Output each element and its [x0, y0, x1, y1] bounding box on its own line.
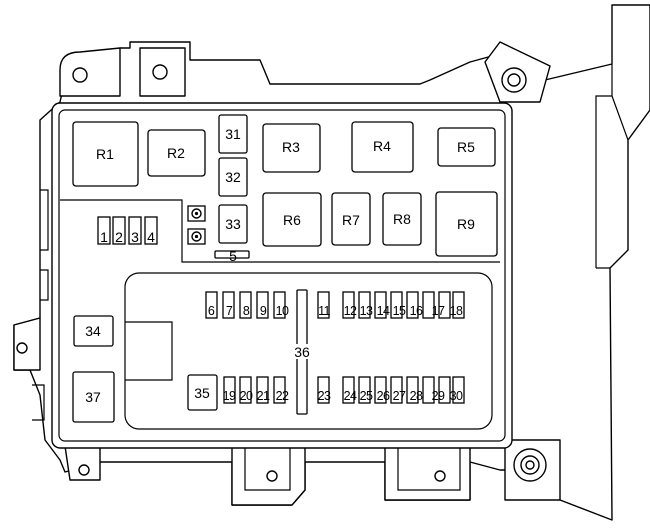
mounting-hole-icon — [78, 464, 90, 476]
fuse-3[interactable]: 3 — [131, 229, 139, 245]
left-side-clips — [32, 189, 49, 421]
fuse-32[interactable]: 32 — [218, 157, 248, 197]
fuse-label: 32 — [225, 169, 241, 185]
fuse-30[interactable]: 30 — [450, 389, 464, 403]
relay-label: R2 — [167, 145, 185, 161]
divider-line — [60, 199, 500, 263]
fuse-14[interactable]: 14 — [377, 304, 391, 318]
bracket-arm — [595, 64, 629, 269]
mounting-hole-icon — [72, 67, 88, 83]
relay-label: R3 — [282, 139, 300, 155]
fuse-label: 5 — [229, 248, 237, 264]
fuse-29[interactable]: 29 — [432, 389, 446, 403]
mounting-hole-icon — [434, 470, 446, 482]
fuse-24[interactable]: 24 — [344, 389, 358, 403]
fuse-1[interactable]: 1 — [100, 229, 108, 245]
relay-label: R8 — [393, 211, 411, 227]
fuse-34[interactable]: 34 — [73, 315, 114, 347]
bottom-tab-right-inner — [397, 446, 461, 491]
relay-label: R4 — [373, 138, 391, 154]
fuse-label: 36 — [294, 344, 310, 360]
relay-r6[interactable]: R6 — [262, 192, 322, 247]
fuse-25[interactable]: 25 — [360, 389, 374, 403]
fuse-21[interactable]: 21 — [257, 389, 271, 403]
cover-outer — [51, 102, 513, 449]
fuse-23[interactable]: 23 — [318, 389, 332, 403]
relay-r4[interactable]: R4 — [351, 121, 414, 173]
fuse-22[interactable]: 22 — [276, 389, 290, 403]
fuse-33[interactable]: 33 — [218, 204, 248, 244]
fuse-6[interactable]: 6 — [208, 304, 216, 318]
fuse-11[interactable]: 11 — [318, 304, 331, 318]
fuse-27[interactable]: 27 — [393, 389, 407, 403]
mini-fuse-slots-top — [205, 291, 465, 319]
mounting-hole-icon — [266, 470, 278, 482]
fuse-row-1-4 — [97, 216, 158, 245]
fuse-10[interactable]: 10 — [276, 304, 290, 318]
relay-label: R5 — [457, 139, 475, 155]
fuse-label: 37 — [85, 389, 101, 405]
fuse-20[interactable]: 20 — [240, 389, 254, 403]
bottom-tab-center-inner — [244, 446, 291, 491]
relay-r9[interactable]: R9 — [435, 191, 498, 257]
relay-label: R9 — [457, 216, 475, 232]
fuse-26[interactable]: 26 — [377, 389, 391, 403]
panel-recess — [125, 321, 173, 381]
left-tab — [13, 317, 41, 371]
relay-r3[interactable]: R3 — [262, 123, 321, 173]
fuse-8[interactable]: 8 — [243, 304, 251, 318]
relay-r8[interactable]: R8 — [382, 192, 422, 246]
fuse-31[interactable]: 31 — [218, 114, 248, 154]
cover-inner — [58, 109, 506, 442]
fuse-35[interactable]: 35 — [187, 374, 218, 411]
fuse-label: 31 — [225, 126, 241, 142]
bolt-center-icon — [525, 460, 535, 470]
fuse-15[interactable]: 15 — [393, 304, 407, 318]
relay-r1[interactable]: R1 — [72, 121, 139, 187]
fuse-36[interactable]: 36 — [292, 289, 312, 415]
relay-label: R1 — [96, 146, 114, 162]
fuse-37[interactable]: 37 — [72, 371, 115, 423]
fuse-19[interactable]: 19 — [223, 389, 237, 403]
relay-r5[interactable]: R5 — [437, 127, 496, 167]
lower-fuse-panel — [124, 272, 493, 430]
fuse-5[interactable]: 5 — [214, 248, 250, 264]
mounting-hole-icon — [16, 342, 28, 354]
relay-r7[interactable]: R7 — [331, 192, 371, 246]
fuse-2[interactable]: 2 — [115, 229, 123, 245]
bolt-center-icon — [507, 73, 521, 87]
relay-label: R7 — [342, 212, 360, 228]
fuse-18[interactable]: 18 — [450, 304, 464, 318]
fuse-16[interactable]: 16 — [410, 304, 424, 318]
test-terminal-bottom — [187, 228, 206, 245]
mini-fuse-slots-bottom — [223, 376, 465, 404]
fuse-7[interactable]: 7 — [226, 304, 234, 318]
fuse-label: 35 — [194, 385, 210, 401]
fuse-label: 33 — [225, 216, 241, 232]
fuse-9[interactable]: 9 — [260, 304, 268, 318]
top-ear-left — [59, 47, 121, 97]
fuse-28[interactable]: 28 — [410, 389, 424, 403]
fuse-4[interactable]: 4 — [147, 229, 155, 245]
relay-label: R6 — [283, 212, 301, 228]
fuse-label: 34 — [85, 323, 101, 339]
fuse-13[interactable]: 13 — [360, 304, 374, 318]
relay-r2[interactable]: R2 — [147, 129, 206, 177]
mounting-hole-icon — [152, 64, 168, 80]
fuse-12[interactable]: 12 — [344, 304, 358, 318]
test-terminal-top — [187, 205, 206, 222]
fuse-17[interactable]: 17 — [432, 304, 446, 318]
